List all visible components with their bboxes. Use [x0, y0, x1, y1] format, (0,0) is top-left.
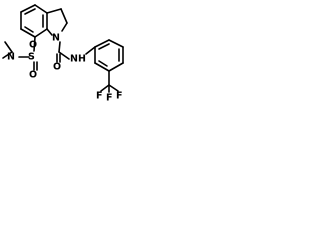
urea-linkage — [56, 41, 96, 63]
indoline-five-ring — [46, 8, 68, 36]
carbonyl-oxygen-label: O — [53, 62, 61, 73]
indoline-benzene-ring — [20, 4, 48, 38]
fluorine-left-label: F — [96, 91, 103, 102]
fluorine-middle-label: F — [106, 93, 113, 104]
sulfonyl-oxygen-lower-label: O — [29, 70, 37, 81]
amide-nh-label: NH — [70, 54, 86, 65]
dimethylamino-nitrogen-label: N — [7, 52, 15, 63]
sulfonyl-oxygen-upper-label: O — [29, 40, 37, 51]
fluorine-right-label: F — [116, 91, 123, 102]
phenyl-ring — [94, 39, 124, 72]
chemical-structure-drawing: N S O O N O NH F F F — [2, 4, 124, 104]
sulfonamide-group — [2, 36, 38, 71]
ring-nitrogen-label: N — [52, 33, 60, 44]
sulfur-label: S — [28, 52, 35, 63]
trifluoromethyl-group — [100, 70, 119, 93]
